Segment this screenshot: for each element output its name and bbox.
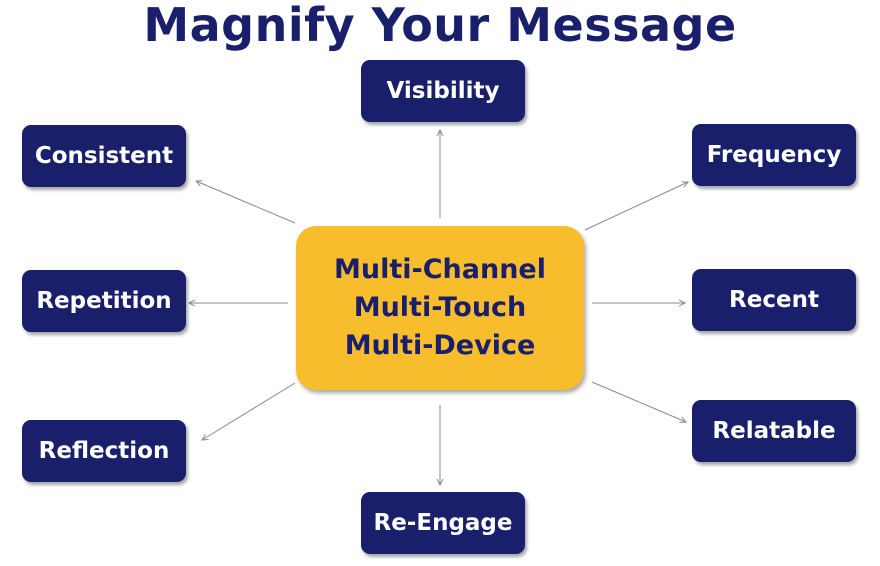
node-re-engage: Re-Engage bbox=[361, 492, 525, 554]
node-frequency: Frequency bbox=[692, 124, 856, 186]
arrow-to-reflection bbox=[202, 382, 296, 440]
node-repetition: Repetition bbox=[22, 270, 186, 332]
arrow-to-frequency bbox=[584, 182, 688, 231]
node-consistent: Consistent bbox=[22, 125, 186, 187]
center-node: Multi-Channel Multi-Touch Multi-Device bbox=[296, 226, 584, 390]
page-title: Magnify Your Message bbox=[143, 0, 737, 52]
arrow-to-relatable bbox=[591, 381, 686, 422]
center-line-2: Multi-Touch bbox=[353, 292, 527, 323]
center-line-1: Multi-Channel bbox=[334, 254, 546, 285]
center-line-3: Multi-Device bbox=[344, 330, 536, 361]
node-reflection: Reflection bbox=[22, 420, 186, 482]
node-recent: Recent bbox=[692, 269, 856, 331]
node-relatable: Relatable bbox=[692, 400, 856, 462]
arrow-to-consistent bbox=[196, 181, 296, 224]
node-visibility: Visibility bbox=[361, 60, 525, 122]
